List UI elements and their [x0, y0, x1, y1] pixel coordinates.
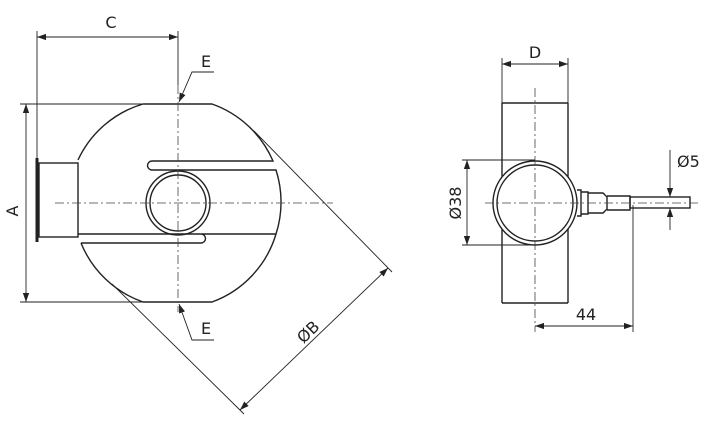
extension-line	[253, 130, 393, 273]
front-view: A C E E ØB	[3, 13, 393, 415]
dimension-label-c: C	[105, 13, 116, 32]
leader-label-e-top: E	[201, 52, 211, 71]
dimension-line-b	[239, 267, 389, 411]
side-view: D Ø38 44 Ø5	[446, 43, 700, 332]
dimension-label-44: 44	[576, 305, 596, 324]
dimension-label-d: D	[529, 43, 541, 62]
leader-line-e-top	[178, 71, 214, 103]
dimension-label-a: A	[3, 205, 22, 216]
cable	[629, 196, 691, 209]
load-cell-body-outline	[77, 103, 282, 303]
dimension-label-b: ØB	[293, 317, 323, 347]
leader-line-e-bottom	[178, 303, 214, 341]
side-connector-block	[38, 162, 79, 238]
extension-line	[111, 283, 245, 415]
dimension-label-5: Ø5	[677, 152, 700, 171]
dimension-label-38: Ø38	[446, 187, 465, 220]
leader-label-e-bottom: E	[201, 319, 211, 338]
